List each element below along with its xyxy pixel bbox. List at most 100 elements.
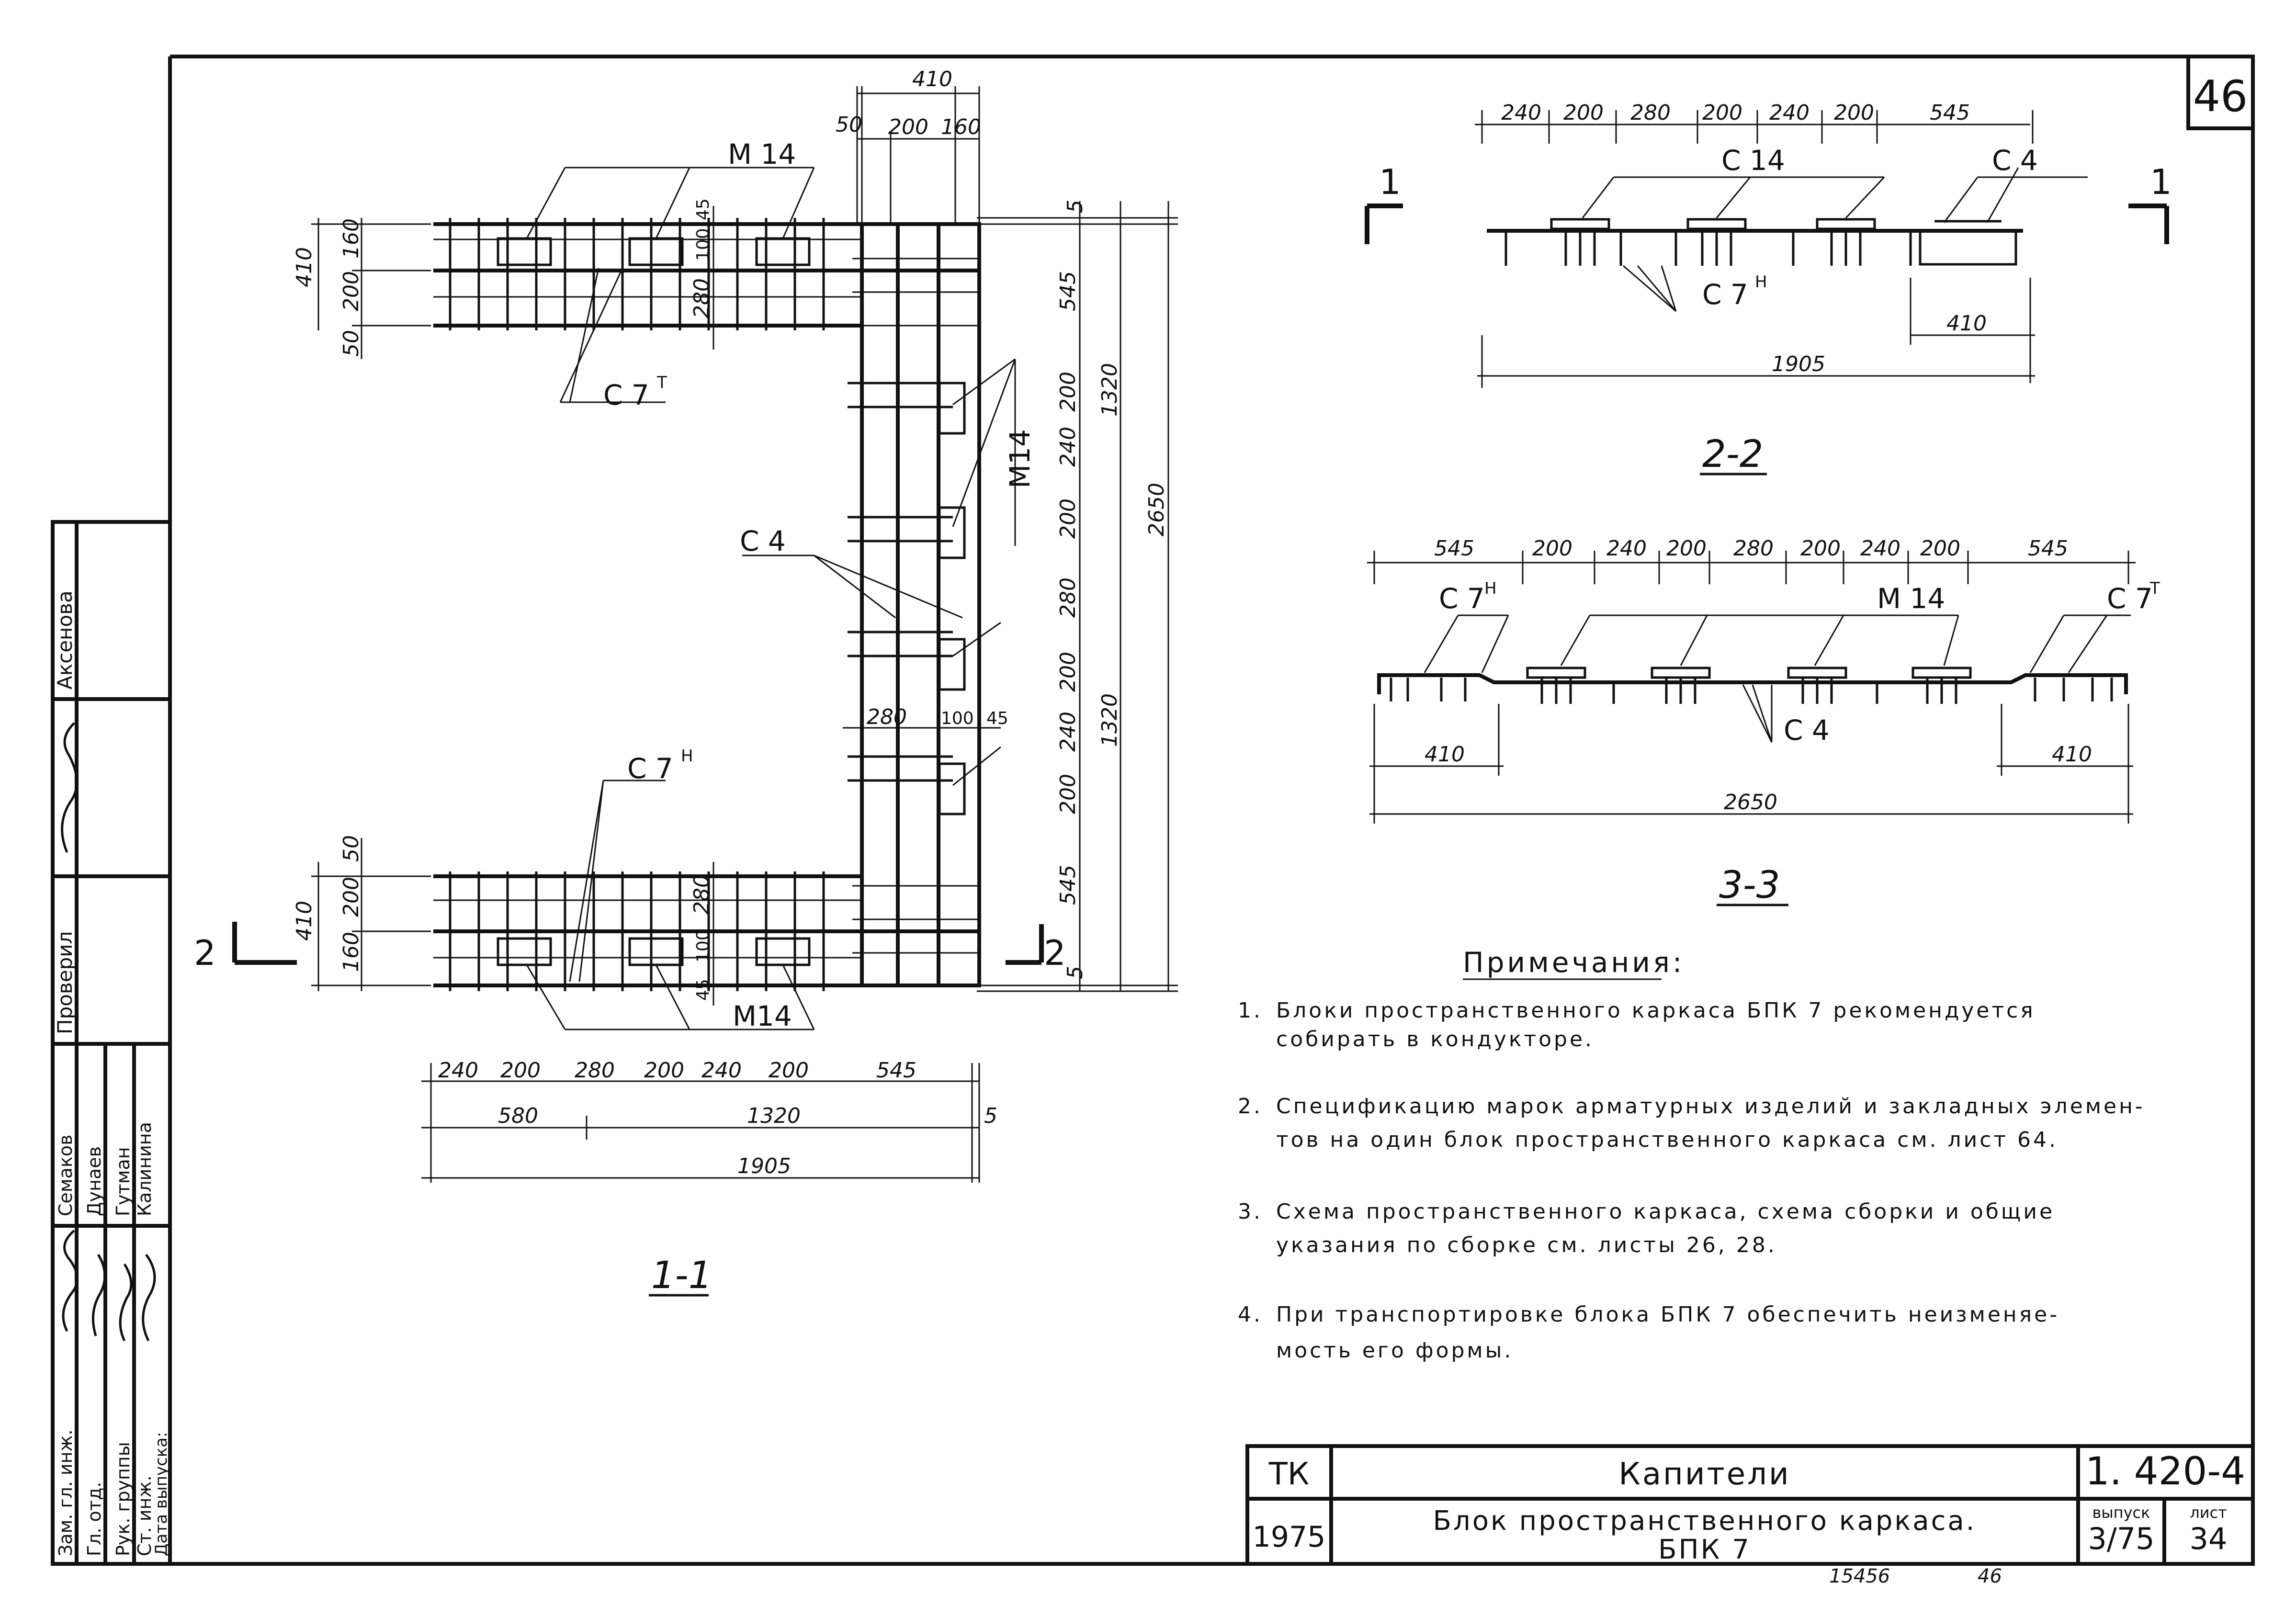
- stamp-name-2: Дунаев: [84, 1146, 105, 1216]
- dim-inner-100-bottom: 100: [693, 929, 713, 962]
- note-2-line-2: тов на один блок пространственного карка…: [1276, 1128, 2058, 1152]
- section-label-3-3: 3-3: [1719, 864, 1780, 907]
- label-3-3-m14: M 14: [1877, 582, 1945, 615]
- note-3-line-1: Схема пространственного каркаса, схема с…: [1276, 1199, 2055, 1224]
- cut-mark-2-right-label: 2: [1044, 933, 1066, 973]
- dim-right-200-a: 200: [1056, 372, 1080, 412]
- dim-3-3-545-b: 545: [2028, 536, 2068, 561]
- dim-2-2-240-b: 240: [1769, 101, 1810, 125]
- dim-3-3-200-a: 200: [1532, 536, 1572, 561]
- dim-2-2-200-a: 200: [1563, 101, 1604, 125]
- dims-inner-top-1-1: 45 100 280: [690, 198, 714, 350]
- label-2-2-c7h-sup: H: [1755, 272, 1767, 292]
- title-block: ТК 1975 Капители Блок пространственного …: [1245, 1444, 2255, 1587]
- cut-mark-2-left: 2: [194, 922, 297, 973]
- notes-title: Примечания:: [1463, 946, 1685, 979]
- note-3-num: 3.: [1238, 1199, 1263, 1224]
- leader-lines-1-1: [526, 167, 1016, 1030]
- label-c7t: C 7: [603, 379, 649, 411]
- dim-bottom-200-b: 200: [644, 1058, 684, 1083]
- stamp-extra-role-2: Аксенова: [53, 590, 77, 690]
- dim-top-160: 160: [941, 115, 981, 139]
- dim-bottom-1905: 1905: [737, 1154, 791, 1178]
- right-arm-mesh: [848, 222, 981, 987]
- note-4-line-2: мость его формы.: [1276, 1338, 1513, 1363]
- stamp-extra-role-1: Проверил: [53, 931, 77, 1034]
- dim-bottom-240-b: 240: [701, 1058, 742, 1083]
- dim-inner-45-bottom: 45: [693, 979, 713, 1001]
- elevation-3-3-bars: [1377, 667, 2128, 704]
- dim-3-3-2650: 2650: [1724, 790, 1777, 814]
- dim-bottom-200-a: 200: [500, 1058, 541, 1083]
- dim-inner-280-top: 280: [690, 278, 714, 318]
- drawing-1-1: M 14 C 7 T M14 C 4 C 7 H M14 2 2 410: [194, 67, 1178, 1297]
- dim-3-3-200-b: 200: [1666, 536, 1707, 561]
- dim-right-240-b: 240: [1056, 712, 1080, 752]
- signature-2: [91, 1254, 106, 1336]
- stamp-role-3: Рук. группы: [113, 1442, 134, 1556]
- title-year: 1975: [1253, 1520, 1326, 1554]
- dim-2-2-545: 545: [1930, 101, 1970, 125]
- dim-3-3-410-right: 410: [2052, 742, 2092, 767]
- title-list-label: лист: [2190, 1504, 2227, 1522]
- dim-2-2-1905: 1905: [1772, 352, 1825, 376]
- label-3-3-c7t-sup: T: [2149, 579, 2160, 598]
- dim-2-2-200-c: 200: [1834, 101, 1874, 125]
- label-c7t-sup: T: [656, 373, 667, 392]
- cut-mark-1-right: 1: [2128, 162, 2172, 244]
- dim-inner-280-mid: 280: [867, 705, 907, 729]
- title-vypusk-label: выпуск: [2092, 1504, 2150, 1522]
- note-1-num: 1.: [1238, 998, 1263, 1023]
- section-label-2-2: 2-2: [1702, 433, 1763, 476]
- dim-right-2650: 2650: [1144, 483, 1169, 536]
- dims-inner-mid-1-1: 280 100 45: [843, 705, 1008, 729]
- stamp-name-1: Семаков: [55, 1135, 76, 1216]
- side-stamp: Зам. гл. инж. Гл. отд. Рук. группы Ст. и…: [51, 520, 172, 1566]
- dim-right-545-bottom: 545: [1056, 865, 1080, 905]
- dim-bottom-1320: 1320: [747, 1104, 801, 1128]
- notes-block: Примечания: 1. Блоки пространственного к…: [1238, 946, 2143, 1363]
- dim-right-545-top: 545: [1056, 271, 1080, 311]
- sheet-frame: [53, 55, 2255, 1566]
- dim-right-200-c: 200: [1056, 652, 1080, 692]
- dim-left-200-top: 200: [339, 271, 363, 311]
- cut-mark-1-right-label: 1: [2150, 162, 2172, 202]
- drawing-2-2: 240 200 280 200 240 200 545: [1365, 101, 2172, 476]
- stamp-role-1: Зам. гл. инж.: [55, 1429, 76, 1556]
- sheet-number-box: 46: [2186, 55, 2255, 130]
- dim-2-2-200-b: 200: [1702, 101, 1742, 125]
- dim-2-2-410: 410: [1946, 311, 1987, 336]
- dim-3-3-200-c: 200: [1800, 536, 1841, 561]
- dim-top-200: 200: [888, 115, 928, 139]
- title-vypusk-value: 3/75: [2088, 1521, 2154, 1556]
- dims-bottom-1-1: 240 200 280 200 240 200 545 580 1320 5 1…: [421, 1058, 997, 1183]
- label-c7h: C 7: [627, 752, 673, 785]
- dim-inner-100-top: 100: [693, 228, 713, 261]
- dims-top-1-1: 410 50 200 160: [836, 67, 981, 225]
- label-c4-plan: C 4: [740, 525, 786, 557]
- dim-right-1320-b: 1320: [1097, 693, 1122, 747]
- label-2-2-c4: C 4: [1992, 144, 2038, 177]
- signature-1: [62, 1230, 79, 1332]
- dim-inner-280-bottom: 280: [690, 874, 714, 915]
- dim-right-5-bottom: 5: [1063, 966, 1087, 979]
- signature-4: [142, 1254, 156, 1342]
- dim-left-50-top: 50: [339, 330, 363, 357]
- dim-right-200-b: 200: [1056, 498, 1080, 539]
- title-subtitle-2: БПК 7: [1658, 1534, 1751, 1565]
- dims-right-1-1: 5 545 200 240 200 280 200 240 200 545 5 …: [977, 200, 1178, 992]
- label-m14-bottom: M14: [733, 1000, 792, 1032]
- dim-left-160-bottom: 160: [339, 932, 363, 972]
- dim-left-410-bottom: 410: [292, 901, 317, 941]
- dim-left-160-top: 160: [339, 218, 363, 259]
- label-2-2-c7h: C 7: [1702, 278, 1748, 311]
- title-org: ТК: [1268, 1457, 1310, 1492]
- dim-right-5-top: 5: [1063, 200, 1087, 213]
- note-4-num: 4.: [1238, 1302, 1263, 1327]
- dim-top-50: 50: [836, 113, 862, 137]
- dim-inner-100-mid: 100: [941, 709, 974, 728]
- dims-left-bottom-1-1: 50 410 200 160: [292, 835, 431, 991]
- note-1-line-2: собирать в кондукторе.: [1276, 1027, 1594, 1052]
- title-subtitle-1: Блок пространственного каркаса.: [1433, 1505, 1977, 1537]
